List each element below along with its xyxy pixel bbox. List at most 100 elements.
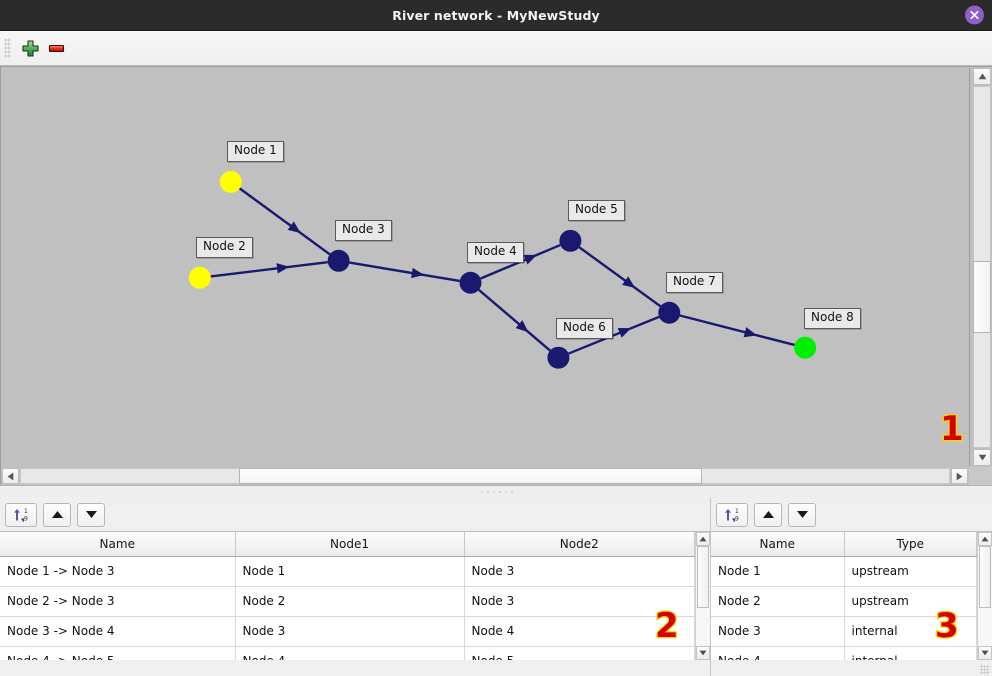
splitter-grip[interactable]	[479, 490, 513, 494]
cell-name[interactable]: Node 2 -> Node 3	[0, 586, 236, 617]
graph-node-node5[interactable]	[559, 229, 582, 252]
node-label-node8[interactable]: Node 8	[804, 308, 861, 329]
graph-node-node6[interactable]	[547, 346, 570, 369]
nodes-vscroll-thumb[interactable]	[979, 546, 991, 608]
column-header-node2[interactable]: Node2	[464, 532, 695, 557]
graph-hscroll-thumb[interactable]	[239, 468, 702, 484]
nodes-vscroll-track[interactable]	[978, 546, 992, 646]
node-label-node1[interactable]: Node 1	[227, 141, 284, 162]
triangle-down-icon[interactable]	[788, 502, 816, 527]
graph-node-node1[interactable]	[219, 170, 242, 193]
edge-Node2-to-Node3[interactable]	[210, 260, 328, 278]
node-label-node6[interactable]: Node 6	[556, 318, 613, 339]
cell-name[interactable]: Node 2	[711, 586, 845, 617]
edge-Node6-to-Node7[interactable]	[568, 315, 660, 355]
column-header-name[interactable]: Name	[711, 532, 845, 557]
cell-name[interactable]: Node 3 -> Node 4	[0, 616, 236, 647]
horizontal-splitter[interactable]	[0, 485, 992, 498]
cell-name[interactable]: Node 4	[711, 646, 845, 660]
cell-node2[interactable]: Node 3	[464, 556, 695, 587]
scroll-up-icon[interactable]	[696, 532, 710, 546]
triangle-up-icon[interactable]	[43, 502, 71, 527]
reaches-vscroll-thumb[interactable]	[697, 546, 709, 608]
add-plus-icon[interactable]	[17, 35, 43, 61]
cell-name[interactable]: Node 4 -> Node 5	[0, 646, 236, 660]
network-diagram[interactable]	[1, 67, 969, 467]
column-header-type[interactable]: Type	[844, 532, 977, 557]
graph-node-node2[interactable]	[188, 266, 211, 289]
sort-ascending-icon[interactable]: 1 9	[716, 502, 748, 527]
remove-minus-icon[interactable]	[43, 35, 69, 61]
node-label-node4[interactable]: Node 4	[467, 242, 524, 263]
svg-text:1: 1	[735, 508, 739, 515]
graph-vscroll-track[interactable]	[970, 86, 992, 448]
graph-hscroll-track[interactable]	[20, 468, 950, 484]
edge-Node3-to-Node4[interactable]	[349, 261, 460, 283]
table-row[interactable]: Node 4internal	[711, 646, 977, 660]
triangle-down-icon[interactable]	[77, 502, 105, 527]
graph-vscroll-thumb[interactable]	[973, 261, 991, 333]
node-label-node5[interactable]: Node 5	[568, 200, 625, 221]
edge-Node1-to-Node3[interactable]	[238, 187, 331, 256]
graph-node-node4[interactable]	[459, 271, 482, 294]
graph-horizontal-scrollbar[interactable]	[0, 467, 992, 485]
scroll-right-icon[interactable]	[951, 468, 968, 484]
column-header-node1[interactable]: Node1	[235, 532, 465, 557]
graph-node-node3[interactable]	[327, 249, 350, 272]
cell-node1[interactable]: Node 1	[235, 556, 465, 587]
scroll-down-icon[interactable]	[978, 646, 992, 660]
network-canvas[interactable]: Node 1 Node 2 Node 3 Node 4 Node 5 Node 6 Node…	[0, 66, 969, 467]
scroll-up-icon[interactable]	[978, 532, 992, 546]
node-label-node3[interactable]: Node 3	[335, 220, 392, 241]
cell-type[interactable]: internal	[844, 616, 977, 647]
column-header-name[interactable]: Name	[0, 532, 236, 557]
triangle-up-icon[interactable]	[754, 502, 782, 527]
cell-name[interactable]: Node 3	[711, 616, 845, 647]
cell-node2[interactable]: Node 3	[464, 586, 695, 617]
cell-node2[interactable]: Node 4	[464, 616, 695, 647]
cell-name[interactable]: Node 1 -> Node 3	[0, 556, 236, 587]
scroll-up-icon[interactable]	[973, 68, 991, 85]
cell-node1[interactable]: Node 4	[235, 646, 465, 660]
close-icon[interactable]	[965, 5, 984, 25]
cell-node1[interactable]: Node 3	[235, 616, 465, 647]
cell-type[interactable]: upstream	[844, 586, 977, 617]
reaches-vertical-scrollbar[interactable]	[695, 532, 710, 660]
edge-Node4-to-Node6[interactable]	[478, 288, 551, 352]
resize-grip[interactable]	[980, 665, 990, 675]
nodes-vertical-scrollbar[interactable]	[977, 532, 992, 660]
scroll-down-icon[interactable]	[973, 449, 991, 466]
cell-type[interactable]: internal	[844, 646, 977, 660]
graph-vertical-scrollbar[interactable]	[969, 66, 992, 467]
graph-node-node8[interactable]	[794, 336, 817, 359]
node-label-node2[interactable]: Node 2	[196, 237, 253, 258]
cell-type[interactable]: upstream	[844, 556, 977, 587]
reaches-vscroll-track[interactable]	[696, 546, 710, 646]
cell-node1[interactable]: Node 2	[235, 586, 465, 617]
graph-node-node7[interactable]	[658, 301, 681, 324]
edge-Node7-to-Node8[interactable]	[679, 314, 795, 347]
node-label-node7[interactable]: Node 7	[666, 272, 723, 293]
scroll-down-icon[interactable]	[696, 646, 710, 660]
scroll-left-icon[interactable]	[2, 468, 19, 484]
edge-Node5-to-Node7[interactable]	[578, 246, 662, 308]
sort-ascending-icon[interactable]: 1 9	[5, 502, 37, 527]
cell-node2[interactable]: Node 5	[464, 646, 695, 660]
toolbar-drag-handle[interactable]	[4, 38, 11, 58]
cell-name[interactable]: Node 1	[711, 556, 845, 587]
